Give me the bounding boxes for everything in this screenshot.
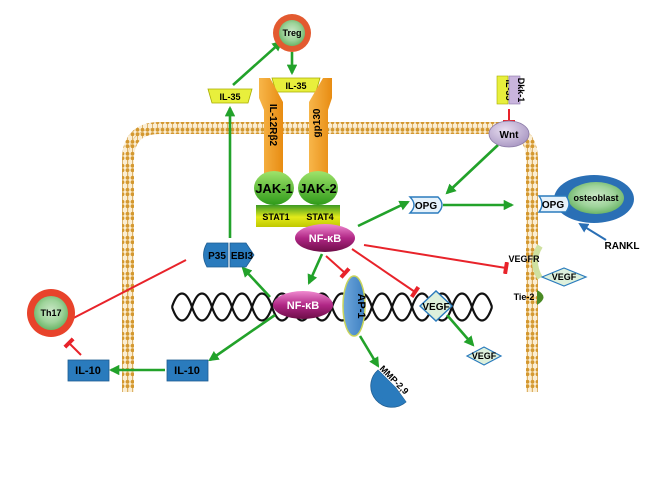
tie2-receptor: Tie-2 [514, 290, 544, 305]
ap1-node: AP-1 [342, 275, 367, 337]
osteoblast-label: osteoblast [573, 193, 618, 203]
nfkb-nucleus: NF-κB [273, 291, 333, 319]
jak1-node: JAK-1 [254, 171, 294, 205]
treg-cell: Treg [273, 14, 311, 52]
stat1-label: STAT1 [262, 212, 289, 222]
opg-center-label: OPG [415, 201, 437, 212]
vegfr-receptor: VEGFR [508, 244, 543, 280]
inhibit-vegf-line [351, 248, 421, 299]
wnt-node: Wnt [488, 120, 530, 148]
osteoblast-cell: osteoblast [554, 175, 634, 223]
vegf-secreted-label: VEGF [472, 351, 497, 361]
cell-membrane-outline [127, 127, 533, 392]
il10-left-label: IL-10 [75, 365, 101, 377]
arrow-il35-to-treg [232, 40, 283, 86]
inhibit-vegfr-line [363, 244, 509, 275]
il12rb2-receptor: IL-12Rβ2 [259, 78, 283, 176]
rankl-label: RANKL [605, 241, 640, 252]
nfkb-nucleus-label: NF-κB [287, 300, 319, 312]
arrow-ap1-to-mmp [358, 335, 380, 368]
tie2-label: Tie-2 [514, 292, 535, 302]
il10-right-label: IL-10 [174, 365, 200, 377]
inhibit-th17-by-il10-line [63, 337, 82, 356]
arrow-rankl-to-osteoblast [578, 222, 607, 241]
il12rb2-label: IL-12Rβ2 [267, 104, 278, 147]
ebi3-label: EBI3 [231, 251, 254, 262]
nfkb-cytoplasm-label: NF-κB [309, 233, 341, 245]
dkk1-label: Dkk-1 [516, 78, 526, 103]
treg-label: Treg [282, 28, 301, 38]
inhibit-ap1-line [325, 255, 351, 279]
jak2-label: JAK-2 [299, 181, 337, 196]
il35-ligand-label: IL-35 [285, 81, 306, 91]
il10-right-box: IL-10 [166, 359, 209, 382]
jak2-node: JAK-2 [298, 171, 338, 205]
il10-left-box: IL-10 [67, 359, 110, 382]
vegf-right-label: VEGF [552, 272, 577, 282]
gp130-label: gp130 [312, 108, 323, 137]
il35-secreted: IL-35 [207, 88, 253, 104]
opg-center: OPG [408, 196, 443, 214]
arrow-wnt-to-opg [445, 144, 499, 195]
inhibition-lines [53, 109, 515, 356]
opg-osteoblast-label: OPG [542, 200, 564, 211]
p35-ebi3-complex: P35 EBI3 [203, 242, 255, 268]
nfkb-cytoplasm: NF-κB [295, 224, 355, 252]
inhibit-th17-line [53, 259, 187, 333]
vegfr-label: VEGFR [508, 254, 540, 264]
dkk1-tag: Dkk-1 [508, 75, 526, 105]
il35-ligand: IL-35 [271, 77, 321, 93]
jak1-label: JAK-1 [255, 181, 293, 196]
activation-arrows [108, 40, 515, 376]
mmp-node: MMP-2,9 [370, 363, 411, 408]
p35-label: P35 [208, 251, 226, 262]
arrow-nfkb-to-il10 [208, 313, 276, 362]
vegf-nucleus-label: VEGF [422, 302, 449, 313]
opg-osteoblast: OPG [537, 195, 570, 213]
arrow-nfkb-to-p35 [241, 266, 271, 298]
ap1-label: AP-1 [355, 293, 367, 318]
th17-cell: Th17 [27, 289, 75, 337]
arrow-nfkb-to-opg [357, 200, 410, 228]
th17-label: Th17 [40, 308, 61, 318]
arrow-nfkb-to-nucleus [307, 253, 324, 285]
wnt-label: Wnt [500, 130, 520, 141]
vegf-right: VEGF [540, 267, 588, 287]
il35-secreted-label: IL-35 [219, 92, 240, 102]
vegf-nucleus: VEGF [418, 290, 454, 322]
arrow-vegf-to-secreted [446, 314, 475, 347]
gp130-receptor: gp130 [309, 78, 332, 176]
vegf-secreted: VEGF [465, 346, 503, 366]
stat-bar: STAT1 STAT4 [256, 205, 340, 227]
stat4-label: STAT4 [306, 212, 333, 222]
